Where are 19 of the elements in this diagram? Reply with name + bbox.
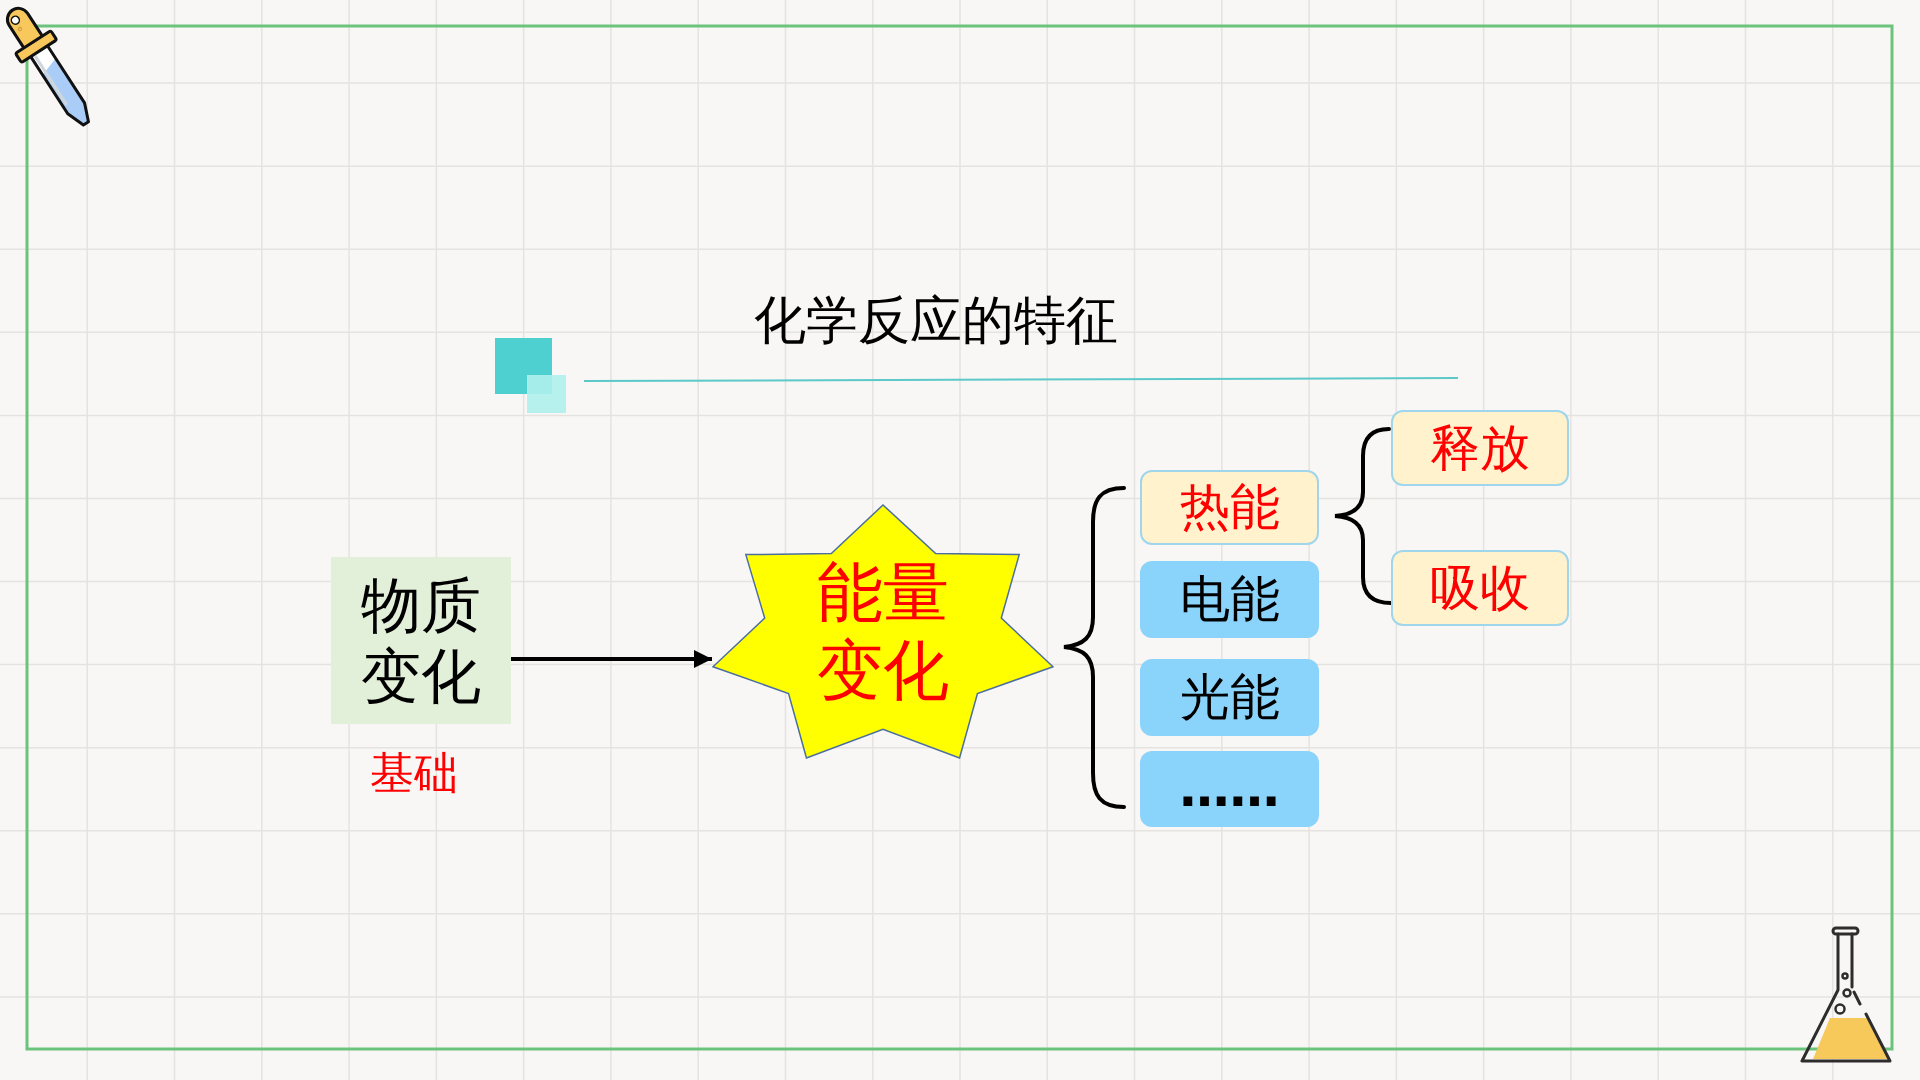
box-label: …… (1179, 761, 1280, 817)
box-label: 释放 (1430, 420, 1530, 476)
rounded-box (1391, 550, 1569, 626)
rounded-box (1391, 410, 1569, 486)
box-label: 热能 (1179, 480, 1280, 535)
box-label: 物质变化 (360, 569, 482, 712)
arrow (511, 650, 712, 668)
star-label: 能量变化 (816, 553, 950, 710)
concept-box (331, 557, 511, 724)
box-label: 电能 (1179, 572, 1280, 627)
diagram-title: 化学反应的特征 (754, 292, 1118, 350)
side-note: 基础 (370, 749, 458, 798)
rounded-box (1140, 659, 1319, 736)
box-label: 吸收 (1430, 560, 1530, 616)
rounded-box (1140, 751, 1319, 827)
rounded-box (1140, 470, 1319, 545)
star-shape (712, 504, 1054, 759)
box-label: 光能 (1179, 670, 1280, 725)
rounded-box (1140, 561, 1319, 638)
